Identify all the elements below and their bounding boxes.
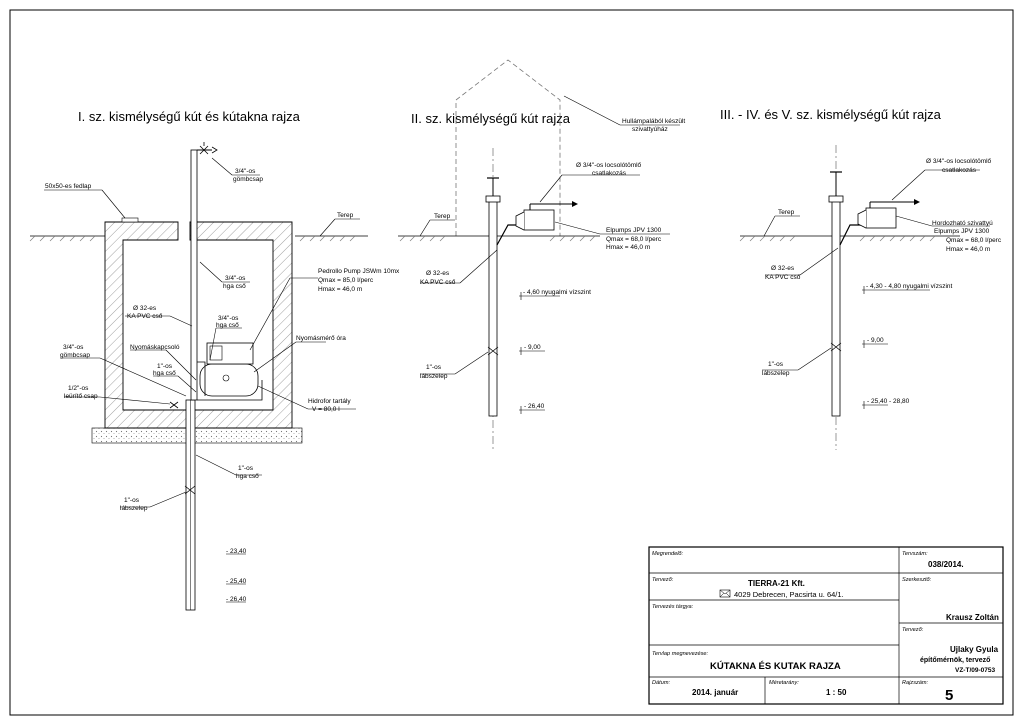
diagram-3-well xyxy=(739,145,960,450)
diagram-2-leaders xyxy=(419,95,680,414)
label-hga-4a: 1"-os xyxy=(238,465,254,472)
tb-rajzszam-label: Rajzszám: xyxy=(902,680,929,686)
tb-meretarany-label: Méretarány: xyxy=(769,680,799,686)
tb-tervszam-label: Tervszám: xyxy=(902,551,928,557)
tb-tervezo-code: VZ-T/09-0753 xyxy=(955,667,995,674)
tb-datum: 2014. január xyxy=(692,688,738,697)
label-level-2-900: - 9,00 xyxy=(524,344,541,351)
envelope-icon xyxy=(719,589,731,598)
label-nyomaskapcsolo: Nyomáskapcsoló xyxy=(130,344,180,351)
diagram-1-labels: 3/4"-os gömbcsap 50x50-es fedlap Terep 3… xyxy=(45,168,400,603)
label-ka-2a: Ø 32-es xyxy=(426,270,450,277)
label-urito-a: 1/2"-os xyxy=(68,385,89,392)
label-pump-3b: Qmax = 68,0 l/perc xyxy=(946,237,1002,244)
tb-megrendelo-label: Megrendelő: xyxy=(652,551,684,557)
diagram-1-leaders xyxy=(44,157,360,603)
tb-tervezo-label: Tervező: xyxy=(652,577,674,583)
tb-company: TIERRA-21 Kft. xyxy=(748,579,805,588)
label-fedlap: 50x50-es fedlap xyxy=(45,183,92,190)
label-hidrofor-a: Hidrofor tartály xyxy=(308,398,351,405)
label-ka-1b: KA PVC cső xyxy=(127,313,163,320)
label-hga-2b: hga cső xyxy=(216,322,239,329)
label-hga-1b: hga cső xyxy=(223,283,246,290)
label-gombcsap-top-1: 3/4"-os xyxy=(235,168,256,175)
diagram-2-labels: Hullámpalából készült szivattyúház Ø 3/4… xyxy=(420,118,685,410)
label-hga-3a: 1"-os xyxy=(157,363,173,370)
tb-tervezo-name: Ujlaky Gyula xyxy=(950,645,999,654)
label-pump-3-0: Hordozható szivattyú xyxy=(932,220,993,227)
label-ka-1a: Ø 32-es xyxy=(133,305,157,312)
tb-szerkeszto: Krausz Zoltán xyxy=(946,613,999,622)
tb-rajzszam: 5 xyxy=(945,687,953,704)
label-lab-2a: 1"-os xyxy=(426,364,442,371)
tb-datum-label: Dátum: xyxy=(652,680,670,686)
title-diagram-3: III. - IV. és V. sz. kismélységű kút raj… xyxy=(720,107,942,122)
title-diagram-1: I. sz. kismélységű kút és kútakna rajza xyxy=(78,109,301,124)
diagram-2-well xyxy=(398,59,600,450)
tb-targy-label: Tervezés tárgya: xyxy=(652,604,694,610)
label-lab-3a: 1"-os xyxy=(768,361,784,368)
label-ka-3b: KA PVC cső xyxy=(765,274,801,281)
diagram-3-labels: Ø 3/4"-os locsolótömlő csatlakozás Terep… xyxy=(762,158,1002,405)
label-hga-1a: 3/4"-os xyxy=(225,275,246,282)
label-hullam-a: Hullámpalából készült xyxy=(622,118,685,125)
label-hidrofor-b: V = 80,0 l xyxy=(312,406,340,413)
label-hga-3b: hga cső xyxy=(153,370,176,377)
label-lab-3b: lábszelep xyxy=(762,370,790,377)
label-hga-4b: hga cső xyxy=(236,473,259,480)
label-nyugalmi-2: - 4,60 nyugalmi vízszint xyxy=(523,289,591,296)
label-hullam-b: szivattyúház xyxy=(632,126,668,133)
diagram-3-leaders xyxy=(762,169,990,409)
tb-tervezo-title: építőmérnök, tervező xyxy=(920,657,990,664)
label-locsolo-2b: csatlakozás xyxy=(592,170,627,177)
label-pump-2a: Elpumps JPV 1300 xyxy=(606,227,662,234)
label-lab-1a: 1"-os xyxy=(124,497,140,504)
label-pump-1b: Qmax = 85,0 l/perc xyxy=(318,277,374,284)
label-hga-2a: 3/4"-os xyxy=(218,315,239,322)
tb-megnevezes: KÚTAKNA ÉS KUTAK RAJZA xyxy=(710,660,841,672)
label-level-2640: - 26,40 xyxy=(226,596,247,603)
tb-tervszam: 038/2014. xyxy=(928,560,964,569)
label-level-2-2640: - 26,40 xyxy=(524,403,545,410)
label-lab-2b: lábszelep xyxy=(420,373,448,380)
tb-szerkeszto-label: Szerkesztő: xyxy=(902,577,932,583)
tb-address: 4029 Debrecen, Pacsirta u. 64/1. xyxy=(734,590,844,599)
label-locsolo-3a: Ø 3/4"-os locsolótömlő xyxy=(926,158,992,165)
label-pump-3a: Elpumps JPV 1300 xyxy=(934,228,990,235)
label-terep-3: Terep xyxy=(778,209,795,216)
tb-meretarany: 1 : 50 xyxy=(826,688,847,697)
label-pump-2c: Hmax = 46,0 m xyxy=(606,244,650,251)
label-pump-3c: Hmax = 46,0 m xyxy=(946,246,990,253)
sheet-frame xyxy=(9,9,1014,716)
label-level-3-900: - 9,00 xyxy=(867,337,884,344)
label-nyugalmi-3: - 4,30 - 4,80 nyugalmi vízszint xyxy=(866,283,953,290)
label-terep-2: Terep xyxy=(434,213,451,220)
label-level-2340: - 23,40 xyxy=(226,548,247,555)
label-locsolo-2a: Ø 3/4"-os locsolótömlő xyxy=(576,162,642,169)
tb-megnevezes-label: Tervlap megnevezése: xyxy=(652,651,709,657)
label-gomb-2b: gömbcsap xyxy=(60,352,90,359)
diagram-1-well-shaft xyxy=(29,142,368,611)
label-lab-1b: lábszelep xyxy=(120,505,148,512)
tb-tervezo2-label: Tervező: xyxy=(902,627,924,633)
label-pump-2b: Qmax = 68,0 l/perc xyxy=(606,236,662,243)
label-gomb-2a: 3/4"-os xyxy=(63,344,84,351)
label-ka-2b: KA PVC cső xyxy=(420,279,456,286)
label-ka-3a: Ø 32-es xyxy=(771,265,795,272)
label-gombcsap-top-2: gömbcsap xyxy=(233,176,263,183)
label-pump-1a: Pedrollo Pump JSWm 10mx xyxy=(318,268,400,275)
label-terep-1: Terep xyxy=(337,212,354,219)
label-locsolo-3b: csatlakozás xyxy=(942,167,977,174)
label-level-3-2540: - 25,40 - 28,80 xyxy=(867,398,910,405)
label-pump-1c: Hmax = 46,0 m xyxy=(318,286,362,293)
label-level-2540: - 25,40 xyxy=(226,578,247,585)
label-urito-b: leürítő csap xyxy=(64,393,98,400)
label-nyomasmero: Nyomásmérő óra xyxy=(296,335,346,342)
title-block: Megrendelő: Tervszám: 038/2014. Tervező:… xyxy=(648,546,1004,705)
title-diagram-2: II. sz. kismélységű kút rajza xyxy=(411,111,571,126)
